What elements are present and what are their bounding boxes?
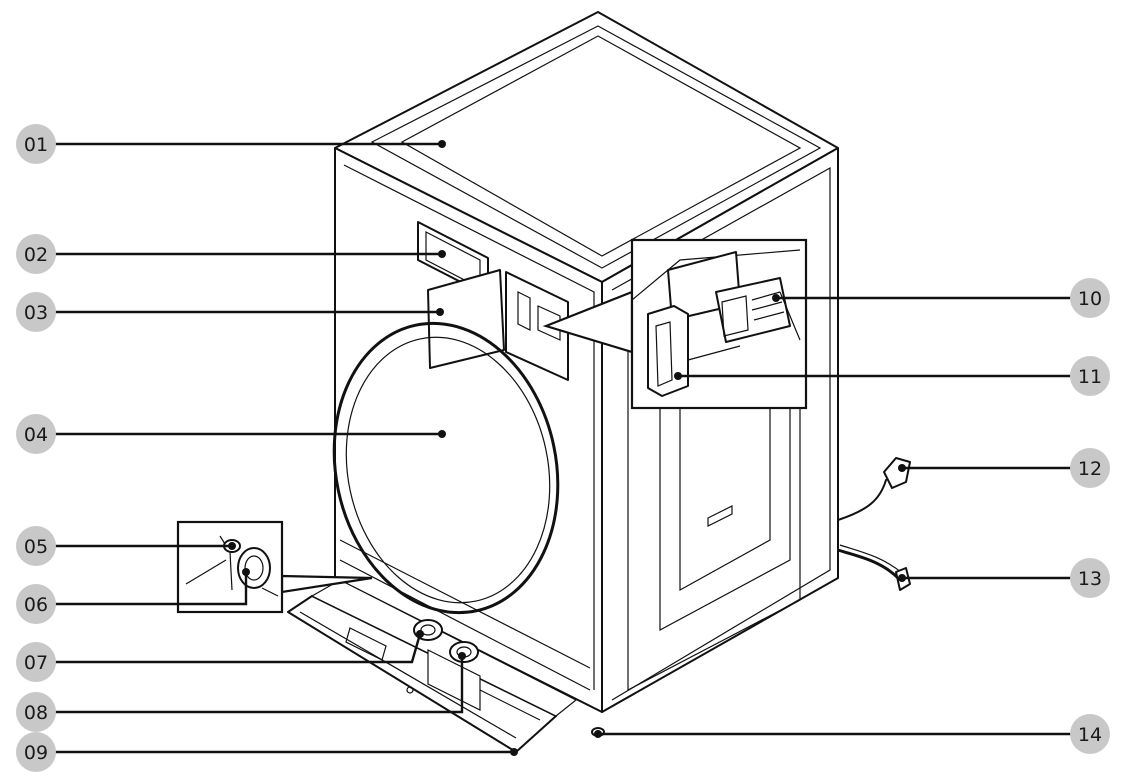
leader-06 <box>52 572 248 606</box>
callout-11: 11 <box>1070 356 1110 396</box>
callout-label-07: 07 <box>24 652 48 674</box>
leader-dot-10 <box>772 294 780 302</box>
callout-label-08: 08 <box>24 702 48 724</box>
callout-12: 12 <box>1070 448 1110 488</box>
leader-dot-09 <box>510 748 518 756</box>
callout-13: 13 <box>1070 558 1110 598</box>
callout-01: 01 <box>16 124 56 164</box>
callout-label-10: 10 <box>1078 288 1102 310</box>
callout-label-11: 11 <box>1078 366 1102 388</box>
washer-illustration <box>287 11 911 753</box>
leader-dot-11 <box>674 372 682 380</box>
dispenser-frame <box>505 271 569 381</box>
leader-dot-05 <box>228 542 236 550</box>
leader-dot-13 <box>898 574 906 582</box>
callout-03: 03 <box>16 292 56 332</box>
callout-04: 04 <box>16 414 56 454</box>
callout-14: 14 <box>1070 714 1110 754</box>
callout-label-06: 06 <box>24 594 48 616</box>
leader-dot-12 <box>898 464 906 472</box>
callout-label-13: 13 <box>1078 568 1102 590</box>
power-plug <box>883 457 911 489</box>
callout-badges: 01 02 03 04 05 06 07 08 <box>16 124 1110 772</box>
callout-label-01: 01 <box>24 134 48 156</box>
leader-dot-14 <box>594 730 602 738</box>
callout-label-04: 04 <box>24 424 48 446</box>
leader-dot-01 <box>438 140 446 148</box>
leader-dot-03 <box>436 308 444 316</box>
power-cord <box>837 479 887 521</box>
callout-05: 05 <box>16 526 56 566</box>
door-glass <box>332 321 560 615</box>
callout-label-03: 03 <box>24 302 48 324</box>
callout-08: 08 <box>16 692 56 732</box>
callout-09: 09 <box>16 732 56 772</box>
callout-07: 07 <box>16 642 56 682</box>
pump-filter <box>449 641 479 663</box>
leader-08 <box>52 656 464 714</box>
callout-label-14: 14 <box>1078 724 1102 746</box>
callout-label-05: 05 <box>24 536 48 558</box>
inset-dispenser <box>542 238 808 410</box>
dispenser-flap <box>427 269 505 369</box>
leader-07 <box>52 633 422 664</box>
leader-dot-04 <box>438 430 446 438</box>
leader-lines <box>52 140 1074 756</box>
leader-dot-07 <box>416 630 424 638</box>
drain-hose <box>837 548 900 580</box>
leader-dot-08 <box>458 652 466 660</box>
callout-label-09: 09 <box>24 742 48 764</box>
callout-label-12: 12 <box>1078 458 1102 480</box>
inset-filter <box>176 520 373 614</box>
callout-02: 02 <box>16 234 56 274</box>
callout-06: 06 <box>16 584 56 624</box>
callout-label-02: 02 <box>24 244 48 266</box>
callout-10: 10 <box>1070 278 1110 318</box>
leader-dot-02 <box>438 250 446 258</box>
leader-dot-06 <box>242 568 250 576</box>
